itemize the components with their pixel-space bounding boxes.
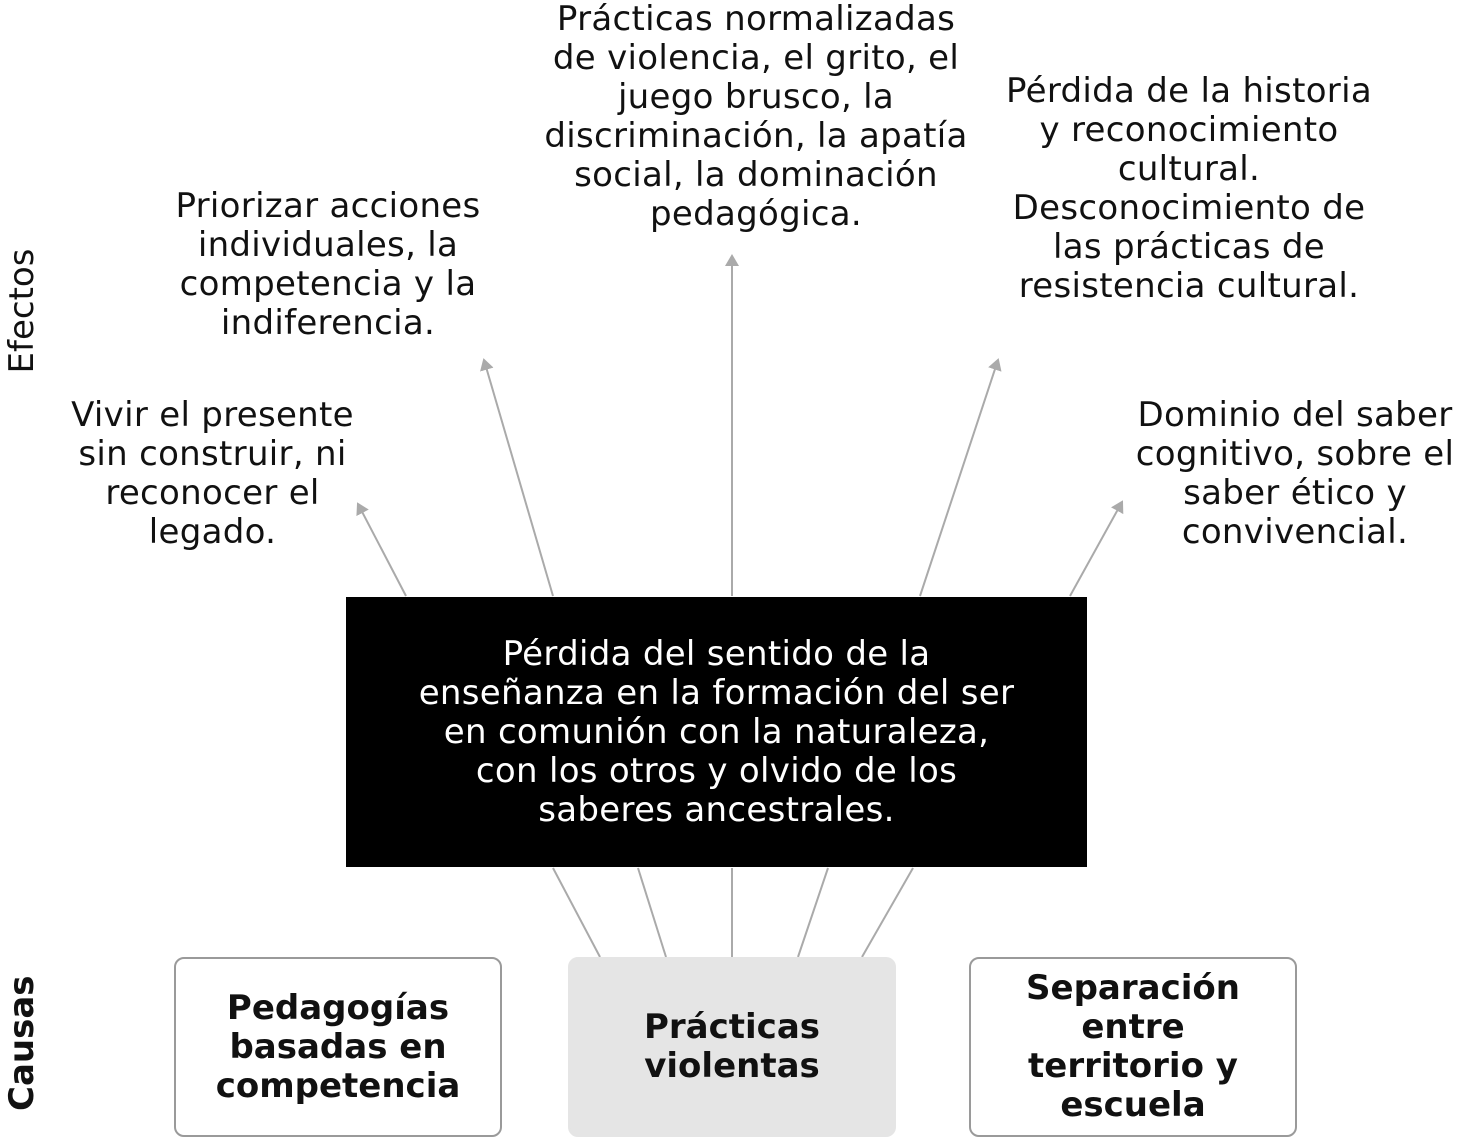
effect-arrow-4 [919,358,1002,597]
cause-line-5 [861,867,914,958]
effect-4: Pérdida de la historia y reconocimiento … [1006,71,1372,306]
effects-side-label: Efectos [2,248,42,374]
causes-side-label: Causas [2,975,42,1111]
cause-box-3: Separación entre territorio y escuela [969,957,1297,1137]
cause-text-1: Pedagogías basadas en competencia [215,987,461,1106]
effect-2: Priorizar acciones individuales, la comp… [175,186,481,343]
cause-line-1 [552,867,601,958]
cause-line-2 [637,867,667,958]
central-problem-box: Pérdida del sentido de la enseñanza en l… [346,597,1087,867]
cause-box-1: Pedagogías basadas en competencia [174,957,502,1137]
cause-text-3: Separación entre territorio y escuela [1026,968,1240,1125]
effect-arrow-5 [1069,500,1124,597]
cause-line-4 [797,867,829,958]
effect-5: Dominio del saber cognitivo, sobre el sa… [1135,395,1455,552]
effect-1: Vivir el presente sin construir, ni reco… [71,395,354,552]
cause-box-2: Prácticas violentas [568,957,896,1137]
central-problem-text: Pérdida del sentido de la enseñanza en l… [418,633,1015,830]
effect-arrow-1 [356,502,407,597]
effect-3: Prácticas normalizadas de violencia, el … [544,0,968,234]
cause-text-2: Prácticas violentas [643,1007,821,1086]
effect-arrow-2 [480,358,554,597]
